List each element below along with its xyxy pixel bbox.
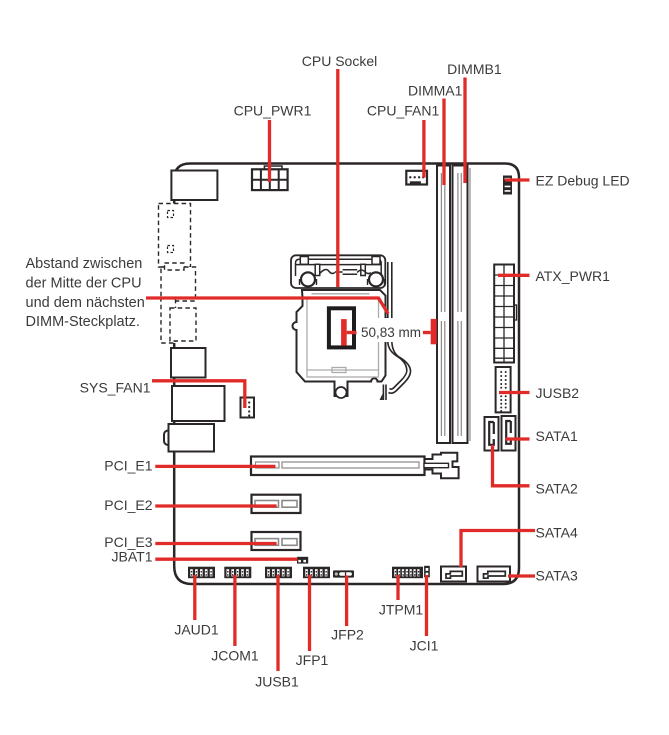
- svg-text:EZ Debug LED: EZ Debug LED: [536, 173, 630, 189]
- svg-text:JFP1: JFP1: [296, 652, 329, 668]
- svg-text:DIMM-Steckplatz.: DIMM-Steckplatz.: [26, 314, 140, 330]
- svg-text:SATA2: SATA2: [536, 481, 578, 497]
- svg-text:JCOM1: JCOM1: [211, 648, 259, 664]
- svg-text:ATX_PWR1: ATX_PWR1: [536, 268, 611, 284]
- svg-text:PCI_E3: PCI_E3: [104, 534, 152, 550]
- svg-text:JAUD1: JAUD1: [174, 622, 219, 638]
- svg-text:CPU_PWR1: CPU_PWR1: [234, 102, 312, 118]
- svg-text:CPU Sockel: CPU Sockel: [302, 53, 377, 69]
- svg-text:JUSB2: JUSB2: [536, 385, 580, 401]
- svg-text:CPU_FAN1: CPU_FAN1: [367, 102, 440, 118]
- svg-text:der Mitte der CPU: der Mitte der CPU: [26, 276, 142, 292]
- svg-text:PCI_E1: PCI_E1: [104, 457, 152, 473]
- svg-text:JUSB1: JUSB1: [255, 674, 299, 690]
- svg-text:50,83 mm: 50,83 mm: [361, 325, 421, 340]
- svg-text:DIMMA1: DIMMA1: [408, 83, 463, 99]
- svg-text:DIMMB1: DIMMB1: [447, 61, 502, 77]
- svg-text:JFP2: JFP2: [331, 627, 364, 643]
- svg-text:JBAT1: JBAT1: [112, 549, 153, 565]
- svg-text:JCI1: JCI1: [410, 638, 439, 654]
- svg-text:SYS_FAN1: SYS_FAN1: [80, 380, 151, 396]
- svg-text:JTPM1: JTPM1: [379, 602, 424, 618]
- svg-text:Abstand zwischen: Abstand zwischen: [26, 256, 143, 272]
- svg-text:SATA1: SATA1: [536, 428, 578, 444]
- svg-text:SATA4: SATA4: [536, 525, 578, 541]
- svg-text:SATA3: SATA3: [536, 568, 578, 584]
- svg-text:und dem nächsten: und dem nächsten: [26, 295, 145, 311]
- svg-text:PCI_E2: PCI_E2: [104, 497, 152, 513]
